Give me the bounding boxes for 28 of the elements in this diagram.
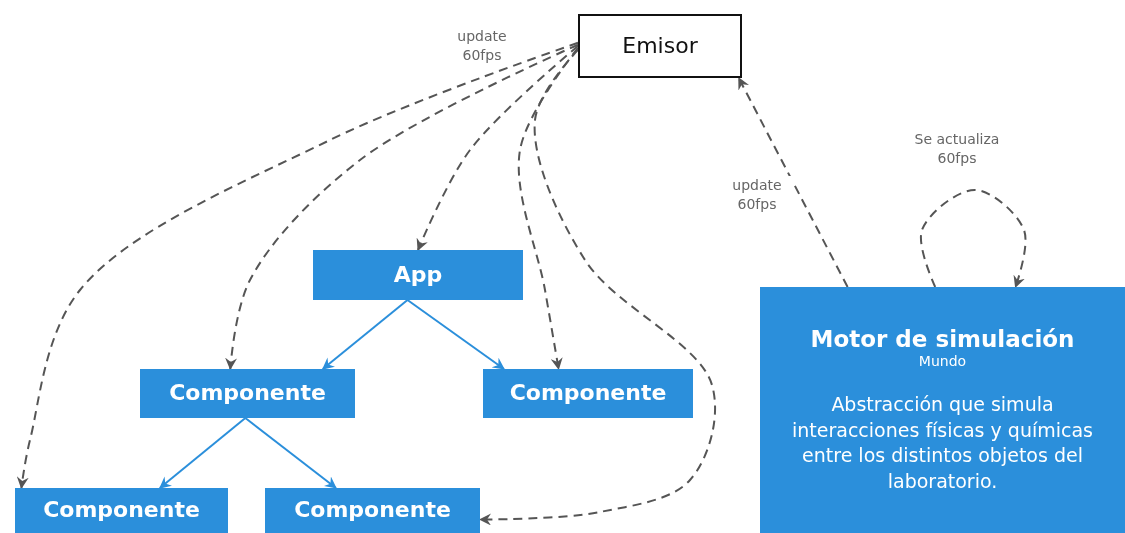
node-label: Componente xyxy=(43,497,200,524)
dashed-arrow xyxy=(517,46,579,370)
node-label: Componente xyxy=(169,380,326,407)
node-subtitle: Mundo xyxy=(918,353,967,370)
node-label: Componente xyxy=(509,380,667,407)
node-label: Emisor xyxy=(622,32,698,60)
dashed-arrow xyxy=(737,77,849,288)
engine-panel xyxy=(760,287,1125,533)
node-label: Componente xyxy=(294,497,451,524)
component-box xyxy=(15,488,228,533)
component-box xyxy=(313,250,523,300)
dashed-arrow xyxy=(416,45,579,251)
node-label: App xyxy=(393,261,443,289)
component-box xyxy=(578,14,742,78)
component-box xyxy=(140,369,355,418)
dashed-arrow xyxy=(16,41,579,489)
arrow xyxy=(406,299,505,370)
dashed-arrow xyxy=(479,48,717,526)
node-title: Motor de simulación xyxy=(810,325,1075,354)
arrow xyxy=(244,417,337,489)
dashed-arrow xyxy=(225,43,579,370)
component-box xyxy=(265,488,480,533)
arrow xyxy=(158,417,247,489)
node-description: Abstracción que simula interacciones físicas y químicas entre los distintos objetos del laboratorio. xyxy=(791,391,1094,494)
arrow xyxy=(321,299,409,370)
component-box xyxy=(483,369,693,418)
dashed-arrow xyxy=(920,189,1027,288)
note-label: update 60fps xyxy=(456,27,508,65)
